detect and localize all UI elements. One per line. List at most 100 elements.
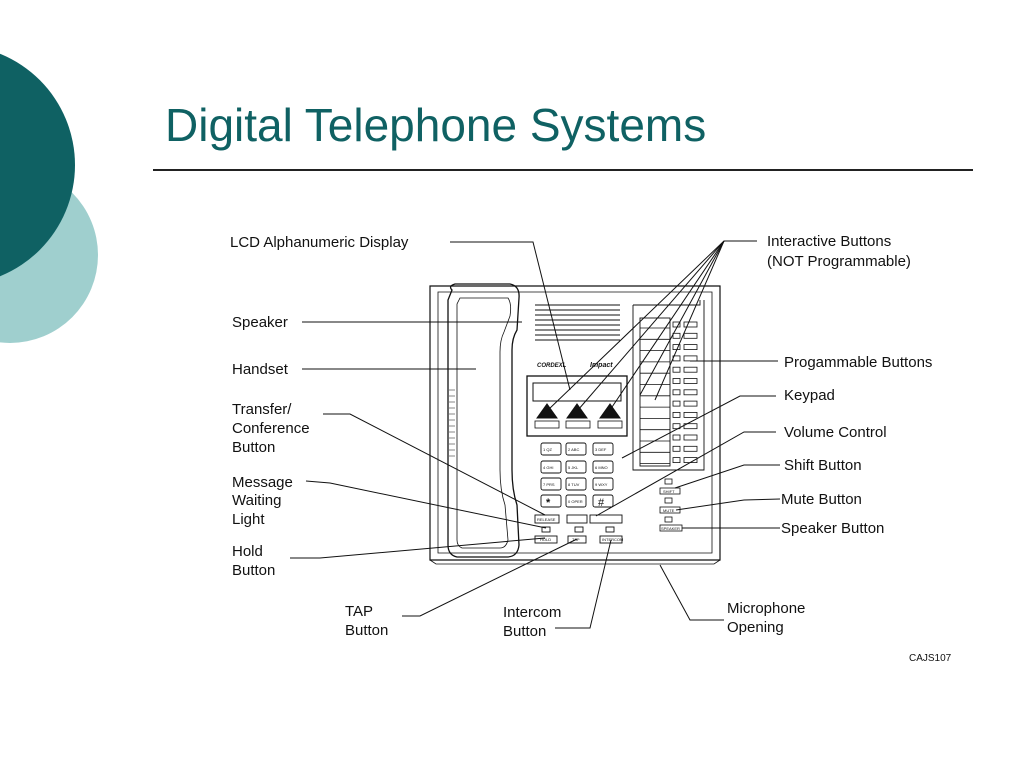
intercom-label: INTERCOM (602, 537, 623, 542)
speaker-grille (535, 304, 620, 341)
key-8: 8 TUV (568, 482, 580, 487)
line-microphone (659, 564, 724, 621)
programmable-led (672, 400, 681, 407)
slide-title: Digital Telephone Systems (165, 99, 707, 151)
label-transfer-3: Button (232, 439, 275, 456)
label-message-2: Waiting (232, 492, 281, 509)
key-7: 7 PRS (543, 482, 555, 487)
hold-button (534, 535, 558, 544)
label-microphone-1: Microphone (727, 600, 805, 617)
label-message-1: Message (232, 474, 293, 491)
tap-button (567, 535, 587, 544)
function-buttons (534, 514, 623, 544)
line-mute (675, 498, 781, 511)
line-shift (674, 464, 780, 489)
key-1: 1 QZ (543, 447, 552, 452)
label-microphone-2: Opening (727, 619, 784, 636)
label-tap-2: Button (345, 622, 388, 639)
line-keypad (621, 395, 776, 459)
line-interactive-b (547, 240, 725, 411)
programmable-button (683, 423, 698, 430)
key-9: 9 WXY (595, 482, 608, 487)
programmable-led (672, 445, 681, 452)
programmable-led (672, 389, 681, 396)
programmable-button (683, 344, 698, 351)
key-4: 4 GHI (543, 465, 553, 470)
label-shift-button: Shift Button (784, 457, 862, 474)
label-programmable-buttons: Progammable Buttons (784, 354, 932, 371)
programmable-button (683, 366, 698, 373)
programmable-led (672, 332, 681, 339)
label-volume-control: Volume Control (784, 424, 887, 441)
programmable-button (683, 378, 698, 384)
speaker-key-label: SPEAKER (661, 526, 680, 531)
key-2: 2 ABC (568, 447, 579, 452)
line-volume (595, 431, 776, 517)
key-0: 0 OPER (568, 499, 583, 504)
handset (447, 283, 520, 558)
label-transfer-1: Transfer/ (232, 401, 292, 418)
line-intercom (555, 539, 612, 629)
programmable-button (683, 400, 698, 407)
label-transfer-2: Conference (232, 420, 310, 437)
programmable-led (672, 378, 681, 384)
programmable-led (672, 434, 681, 441)
line-lcd (450, 241, 571, 391)
line-interactive-d (609, 240, 725, 411)
key-hash: # (598, 497, 605, 509)
programmable-led (672, 321, 681, 328)
line-tap (402, 538, 578, 617)
label-speaker-button: Speaker Button (781, 520, 884, 537)
programmable-button (683, 411, 698, 418)
programmable-button (683, 332, 698, 339)
volume-down-button (566, 514, 588, 524)
keypad: 1 QZ 2 ABC 3 DEF 4 GHI 5 JKL 6 MNO 7 PRS… (540, 442, 614, 509)
label-hold-2: Button (232, 562, 275, 579)
key-5: 5 JKL (568, 465, 579, 470)
label-lcd-display: LCD Alphanumeric Display (230, 234, 409, 251)
release-button (534, 514, 560, 524)
hold-label: HOLD (540, 537, 551, 542)
line-interactive-f (654, 240, 725, 401)
programmable-buttons-panel (632, 300, 705, 471)
shift-button (659, 487, 681, 495)
phone-model: Impact (590, 362, 613, 369)
phone-brand: CORDEXL (537, 363, 567, 369)
label-keypad: Keypad (784, 387, 835, 404)
label-hold-1: Hold (232, 543, 263, 560)
key-star: * (546, 497, 551, 509)
label-interactive-buttons-1: Interactive Buttons (767, 233, 891, 250)
programmable-button (683, 389, 698, 396)
label-mute-button: Mute Button (781, 491, 862, 508)
label-intercom-2: Button (503, 623, 546, 640)
label-speaker: Speaker (232, 314, 288, 331)
decor-circle-dark (0, 53, 75, 277)
programmable-led (672, 366, 681, 373)
label-handset: Handset (232, 361, 289, 378)
programmable-led (672, 423, 681, 430)
key-3: 3 DEF (595, 447, 607, 452)
phone-body (429, 285, 721, 565)
label-interactive-buttons-2: (NOT Programmable) (767, 253, 911, 270)
programmable-button (683, 434, 698, 441)
interactive-soft-buttons (534, 403, 623, 429)
line-transfer (323, 413, 546, 516)
programmable-button (683, 321, 698, 328)
callout-labels: LCD Alphanumeric Display Interactive But… (230, 233, 952, 664)
label-tap-1: TAP (345, 603, 373, 620)
key-6: 6 MNO (595, 465, 608, 470)
volume-up-button (589, 514, 623, 524)
programmable-button (683, 445, 698, 452)
mute-button (659, 506, 681, 514)
label-message-3: Light (232, 511, 265, 528)
programmable-button (683, 355, 698, 362)
line-interactive-e (639, 240, 725, 396)
release-label: RELEASE (537, 517, 556, 522)
line-interactive-c (577, 240, 725, 411)
lcd-display (526, 375, 628, 437)
title-divider (153, 169, 973, 171)
intercom-button (599, 535, 623, 544)
shift-key-label: SHIFT (663, 489, 675, 494)
